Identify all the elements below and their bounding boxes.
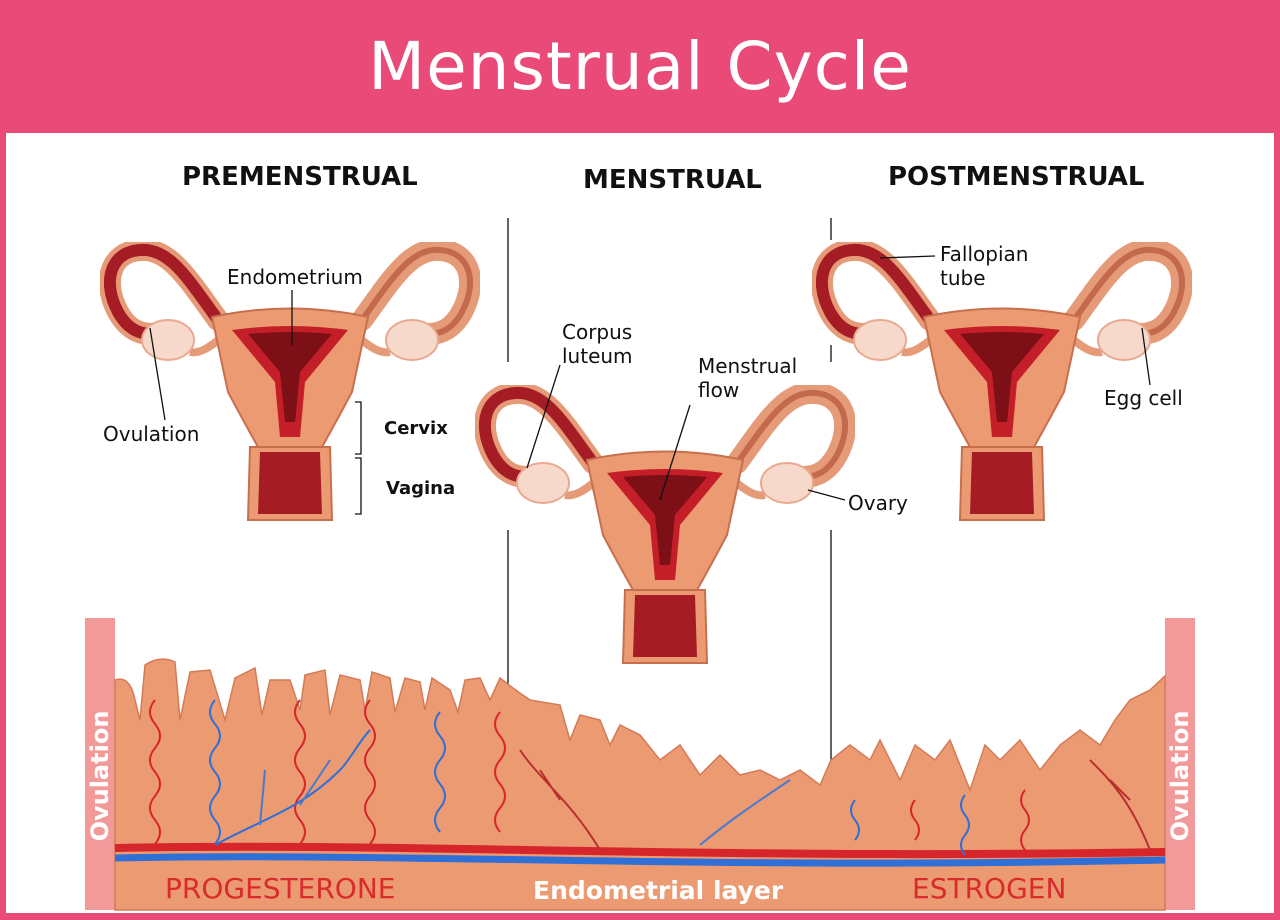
label-corpus-luteum: Corpus luteum bbox=[562, 320, 633, 368]
phase-premenstrual: PREMENSTRUAL bbox=[182, 162, 418, 192]
label-cervix: Cervix bbox=[384, 418, 448, 439]
uterus-postmenstrual bbox=[822, 250, 1182, 520]
label-estrogen: ESTROGEN bbox=[912, 872, 1067, 905]
label-ovulation-right: Ovulation bbox=[1166, 710, 1194, 842]
phase-postmenstrual: POSTMENSTRUAL bbox=[888, 162, 1145, 192]
label-endometrial-layer: Endometrial layer bbox=[533, 876, 784, 905]
ovulation-bar-right bbox=[1165, 618, 1195, 910]
page-title: Menstrual Cycle bbox=[368, 28, 912, 105]
phase-menstrual: MENSTRUAL bbox=[583, 165, 762, 195]
label-vagina: Vagina bbox=[386, 478, 456, 499]
label-ovulation-left: Ovulation bbox=[86, 710, 114, 842]
label-egg-cell: Egg cell bbox=[1104, 386, 1183, 410]
label-progesterone: PROGESTERONE bbox=[165, 872, 396, 905]
label-endometrium: Endometrium bbox=[227, 265, 363, 289]
label-ovulation: Ovulation bbox=[103, 422, 200, 446]
label-menstrual-flow: Menstrual flow bbox=[698, 354, 798, 402]
uterus-menstrual bbox=[485, 393, 845, 663]
header-banner: Menstrual Cycle bbox=[0, 0, 1280, 133]
ovulation-bar-left bbox=[85, 618, 115, 910]
label-ovary: Ovary bbox=[848, 491, 908, 515]
label-fallopian-tube: Fallopian tube bbox=[940, 242, 1029, 290]
